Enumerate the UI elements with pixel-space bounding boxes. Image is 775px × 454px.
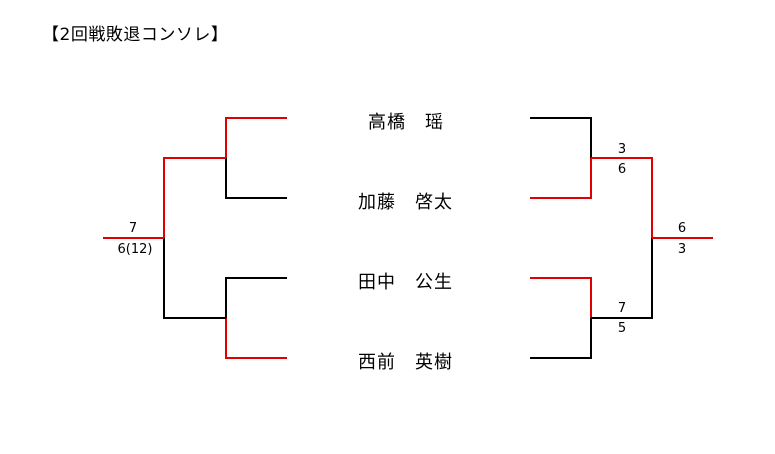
page-title: 【2回戦敗退コンソレ】: [42, 25, 229, 45]
line-right-semi2: [591, 238, 653, 319]
player-name-3: 田中 公生: [358, 272, 453, 293]
line-left-p2: [225, 158, 287, 199]
player-name-2: 加藤 啓太: [358, 192, 453, 213]
line-left-p1: [225, 117, 287, 158]
player-name-1: 高橋 瑶: [368, 112, 444, 133]
line-left-p3: [225, 277, 287, 318]
player-name-4: 西前 英樹: [358, 352, 453, 373]
score-right-final-top: 6: [677, 221, 687, 236]
line-right-semi1: [591, 157, 653, 238]
score-right-final-bottom: 3: [677, 242, 687, 257]
line-left-semi2: [163, 238, 226, 319]
score-right-semi1-top: 3: [617, 142, 627, 157]
line-right-p2: [530, 158, 592, 199]
score-right-semi2-top: 7: [617, 301, 627, 316]
score-right-semi2-bottom: 5: [617, 321, 627, 336]
line-right-p3: [530, 277, 592, 318]
score-left-final-top: 7: [128, 221, 138, 236]
line-right-p4: [530, 318, 592, 359]
score-right-semi1-bottom: 6: [617, 162, 627, 177]
line-left-p4: [225, 318, 287, 359]
line-right-p1: [530, 117, 592, 158]
line-left-semi1: [163, 157, 226, 238]
score-left-final-bottom: 6(12): [117, 242, 153, 257]
